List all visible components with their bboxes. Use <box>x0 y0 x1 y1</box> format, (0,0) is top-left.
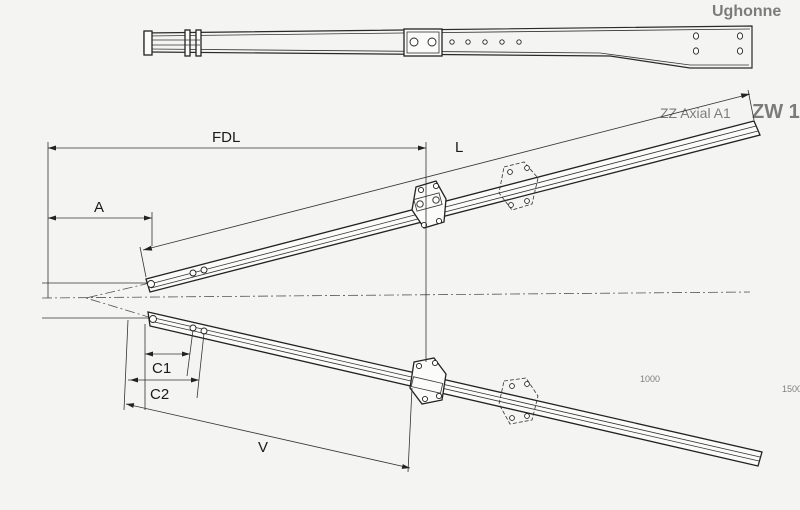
side-rear-hole <box>736 47 744 55</box>
upper-clamp-bolt-1 <box>189 269 197 277</box>
background-ghost-text: Ughonne ZW 15 A ZZ Axial A1 1000 1500 <box>640 3 800 394</box>
ghost-text-code-2: ZZ Axial A1 <box>660 105 731 121</box>
side-rear-hole <box>692 47 700 55</box>
dimension-fdl: FDL <box>47 129 427 362</box>
side-adjust-hole <box>516 39 522 45</box>
side-adjust-hole <box>465 39 471 45</box>
ghost-text-code: ZW 15 A <box>752 101 800 123</box>
side-rear-hole <box>692 32 700 40</box>
lower-alt-bracket <box>498 377 539 425</box>
lower-bar-axis-extension <box>85 297 153 319</box>
side-bracket-bolt-1 <box>409 37 419 47</box>
v-label: V <box>258 439 268 456</box>
c1-label: C1 <box>152 360 171 377</box>
side-view-drawbar <box>143 25 753 69</box>
lower-drawbar <box>147 311 763 467</box>
side-adjust-hole <box>482 39 488 45</box>
ghost-text-value-2: 1500 <box>782 384 800 394</box>
side-end-plate <box>143 30 153 56</box>
ghost-text-top: Ughonne <box>712 3 781 20</box>
a-label: A <box>94 199 104 216</box>
upper-drawbar <box>145 120 761 293</box>
upper-clamp-bolt-2 <box>200 266 208 274</box>
c2-label: C2 <box>150 386 169 403</box>
l-label: L <box>455 139 463 156</box>
lower-pivot-hole <box>149 315 157 323</box>
ghost-text-value-1: 1000 <box>640 374 660 384</box>
center-axis-line <box>41 291 751 299</box>
fdl-label: FDL <box>212 129 240 146</box>
dimension-c1-c2: C1 C2 <box>128 324 205 410</box>
upper-bar-axis-extension <box>85 282 151 299</box>
side-adjust-hole <box>449 39 455 45</box>
side-rear-hole <box>736 32 744 40</box>
side-clamp-2 <box>195 29 202 57</box>
upper-pivot-hole <box>147 280 155 288</box>
side-clamp-1 <box>184 29 191 57</box>
upper-alt-bracket <box>498 161 539 211</box>
dimension-v: V <box>123 319 413 473</box>
side-bracket-bolt-2 <box>427 37 437 47</box>
dimension-a: A <box>48 199 153 246</box>
dimension-l: L <box>139 89 755 278</box>
side-adjust-hole <box>499 39 505 45</box>
